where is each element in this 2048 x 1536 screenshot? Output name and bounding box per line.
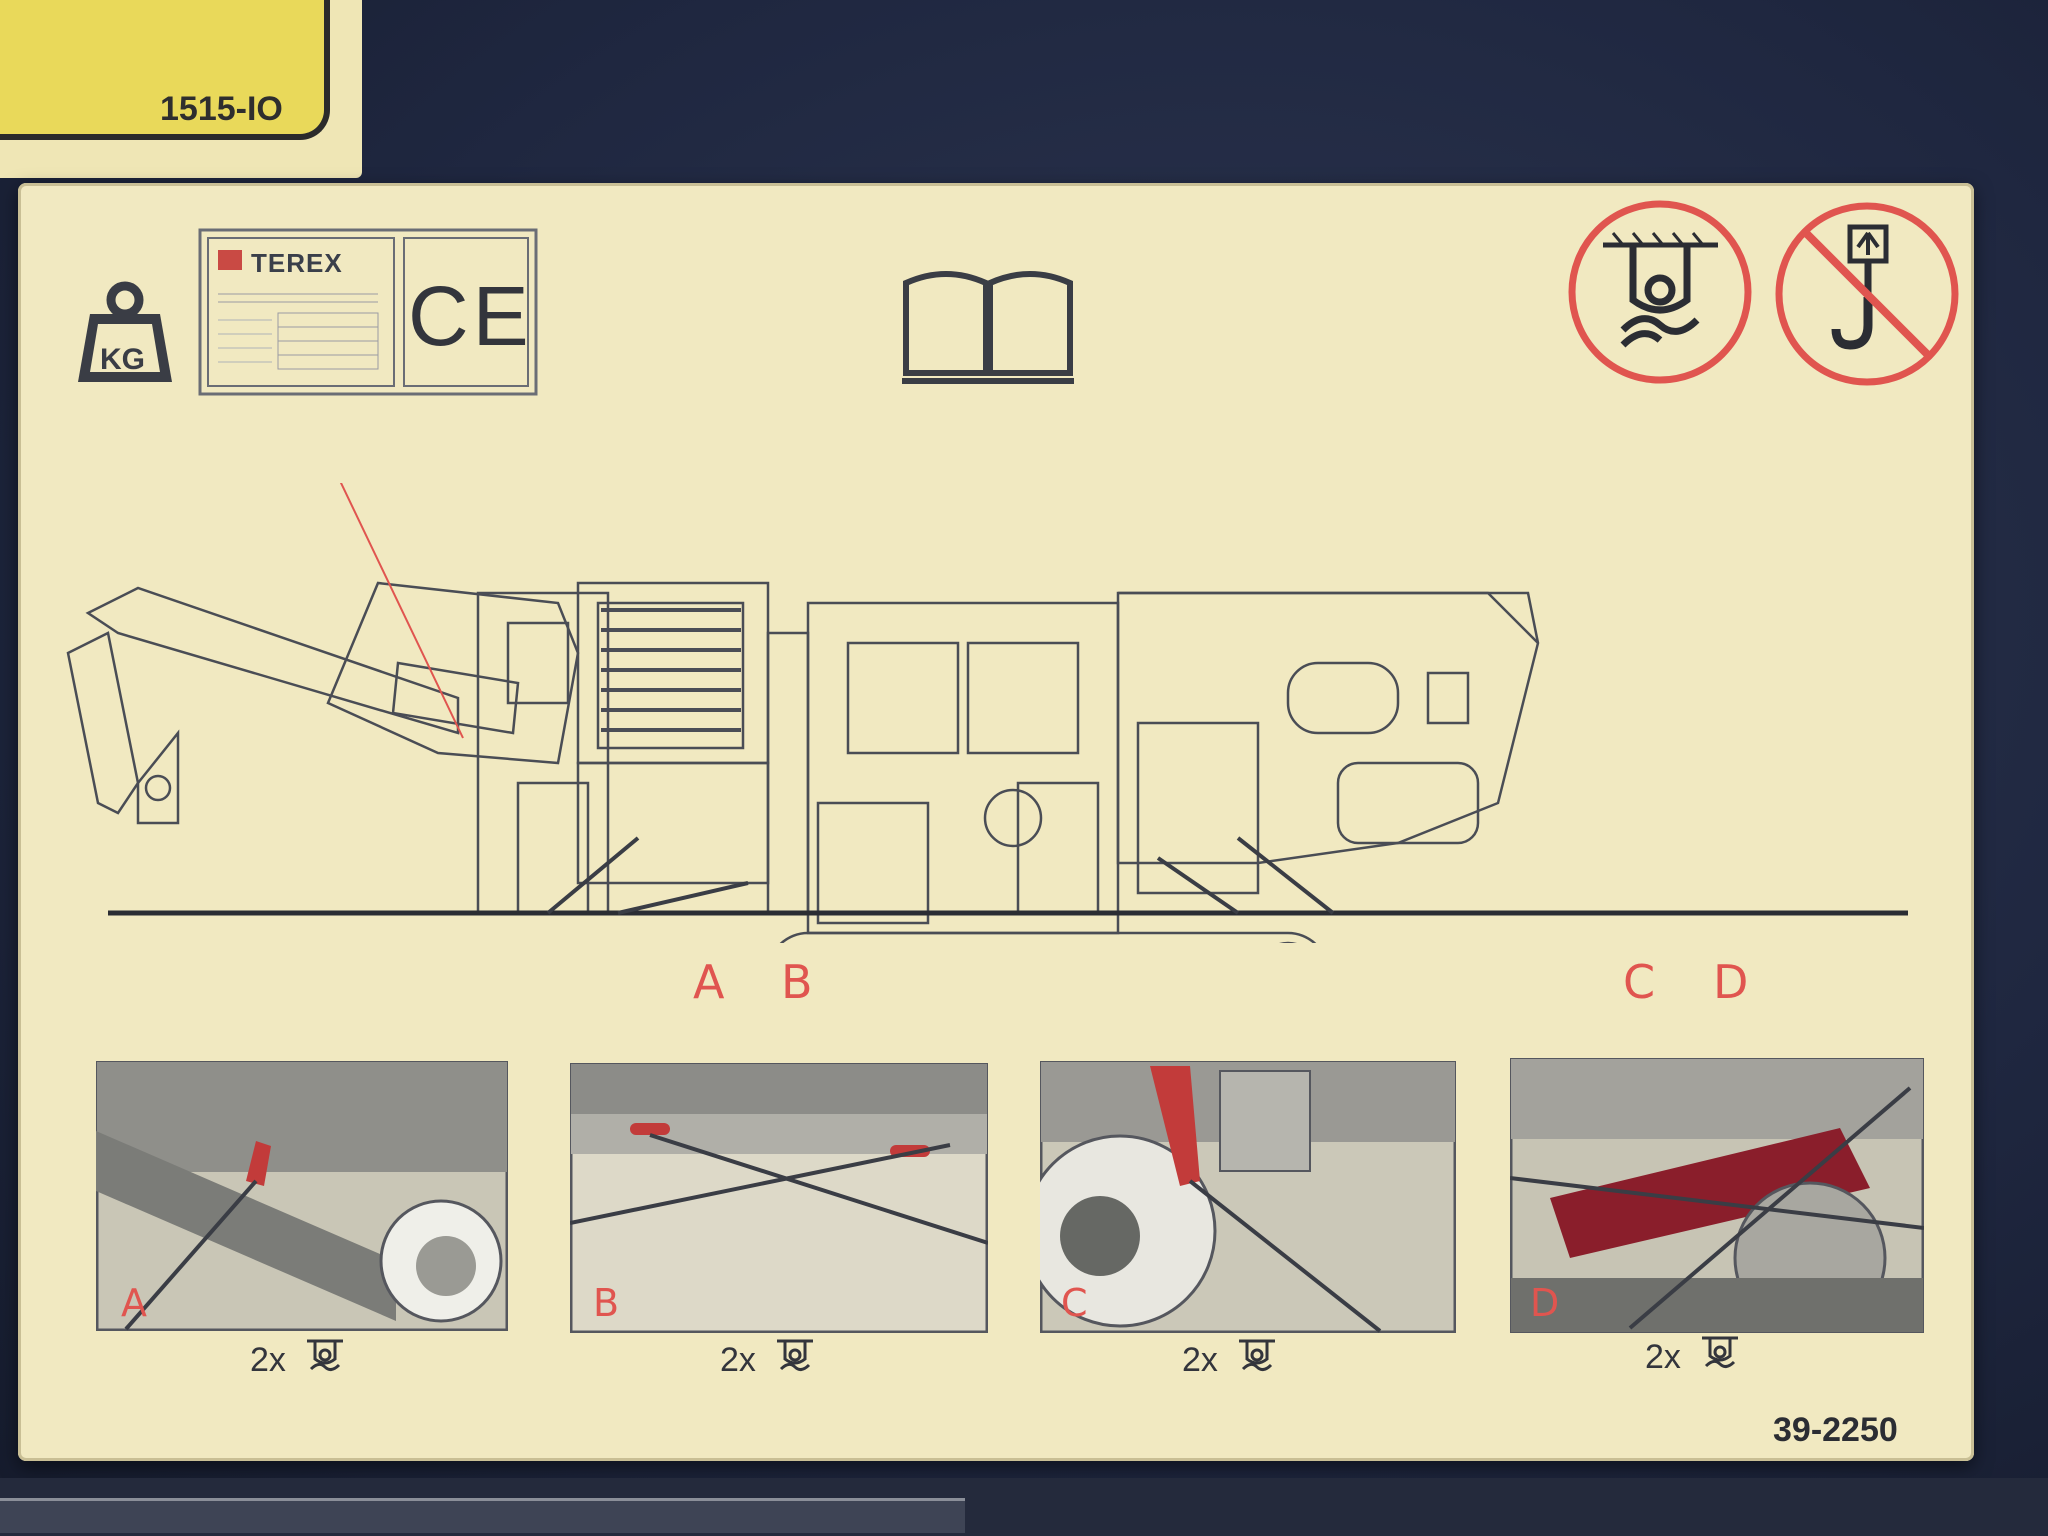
lashing-point-label-d: D (1713, 955, 1749, 1009)
frame-trim-strip (0, 1498, 965, 1533)
nameplate-icon (198, 228, 538, 396)
lashing-point-label-b: B (781, 955, 813, 1009)
detail-letter-a: A (121, 1281, 147, 1325)
adjacent-label-code: 1515-IO (160, 90, 283, 128)
detail-panel-a (96, 1061, 508, 1331)
brand-name: TEREX (251, 248, 343, 278)
ce-mark-icon: CE (408, 269, 533, 363)
detail-panel-c (1040, 1061, 1456, 1333)
no-lifting-hook-icon (1775, 202, 1959, 386)
detail-panel-b (570, 1063, 988, 1333)
small-lashing-icon (1239, 1339, 1275, 1372)
small-lashing-icon (1702, 1336, 1738, 1369)
small-lashing-icon (777, 1339, 813, 1372)
lashing-point-label-c: C (1623, 955, 1656, 1009)
adjacent-label: 1515-IO (0, 0, 362, 178)
detail-count-d: 2x (1645, 1338, 1681, 1376)
detail-letter-c: C (1061, 1281, 1088, 1325)
crusher-side-view-drawing (66, 483, 1908, 943)
part-number: 39-2250 (1773, 1411, 1898, 1449)
weight-icon (78, 281, 172, 382)
detail-panel-d (1510, 1058, 1924, 1333)
detail-count-c: 2x (1182, 1341, 1218, 1379)
small-lashing-icon (307, 1339, 343, 1372)
lashing-point-label-a: A (693, 955, 725, 1009)
detail-letter-b: B (593, 1281, 620, 1325)
adjacent-label-yellow-panel (0, 0, 330, 140)
machine-frame-bottom (0, 1478, 2048, 1536)
manual-book-icon (902, 271, 1074, 384)
transport-lashing-plate: KG TEREX CE (18, 183, 1974, 1461)
detail-letter-d: D (1530, 1281, 1560, 1325)
weight-icon-label: KG (100, 343, 145, 376)
detail-count-b: 2x (720, 1341, 756, 1379)
detail-count-a: 2x (250, 1341, 286, 1379)
lashing-point-icon (1568, 200, 1752, 384)
